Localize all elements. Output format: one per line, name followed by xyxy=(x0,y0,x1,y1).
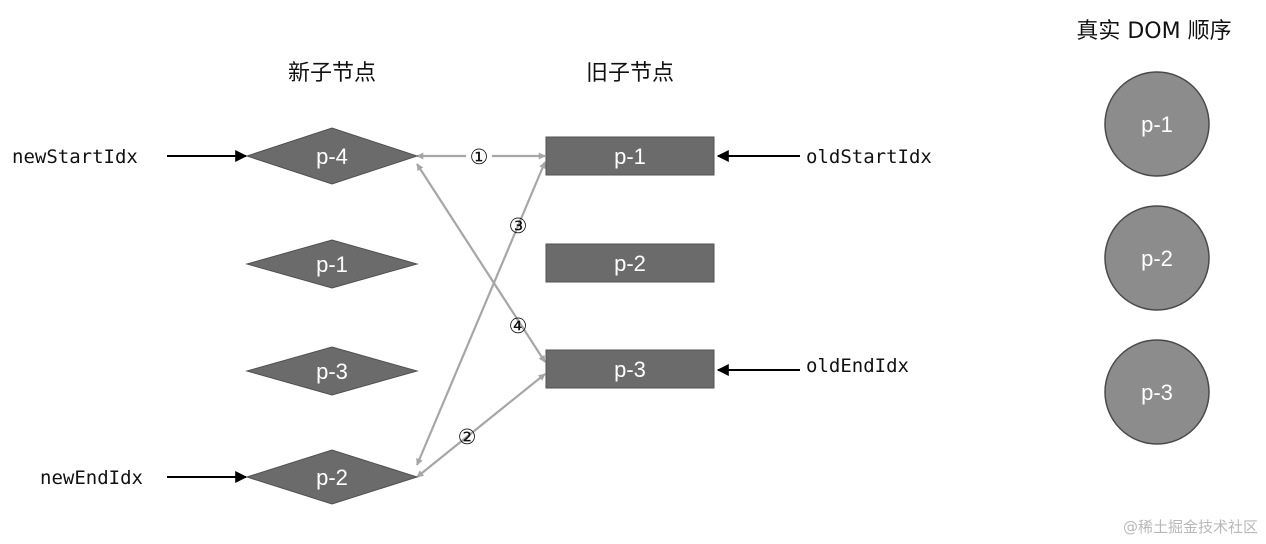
old-node-1: p-2 xyxy=(545,243,715,283)
comparison-arrow-2 xyxy=(416,373,546,478)
real-dom-order-header: 真实 DOM 顺序 xyxy=(1076,19,1231,44)
old-node-label: p-2 xyxy=(614,251,646,276)
old-start-idx-label: oldStartIdx xyxy=(806,146,932,168)
dom-node-label: p-1 xyxy=(1141,112,1173,137)
step-label-1: ① xyxy=(470,145,489,169)
dom-node-2: p-3 xyxy=(1104,339,1210,445)
new-node-label: p-1 xyxy=(316,252,348,277)
old-node-label: p-1 xyxy=(614,144,646,169)
new-node-label: p-3 xyxy=(316,359,348,384)
step-label-2: ② xyxy=(458,425,477,449)
new-node-label: p-4 xyxy=(316,144,348,169)
dom-node-1: p-2 xyxy=(1104,205,1210,311)
step-label-1-bg xyxy=(466,141,492,169)
dom-node-0: p-1 xyxy=(1104,71,1210,177)
old-end-idx-label: oldEndIdx xyxy=(806,355,909,377)
old-node-label: p-3 xyxy=(614,357,646,382)
new-node-0: p-4 xyxy=(245,127,419,185)
watermark: @稀土掘金技术社区 xyxy=(1123,518,1258,536)
step-label-4: ④ xyxy=(509,314,528,338)
old-node-2: p-3 xyxy=(545,349,715,389)
dom-node-label: p-2 xyxy=(1141,246,1173,271)
old-node-0: p-1 xyxy=(545,136,715,176)
new-node-label: p-2 xyxy=(316,465,348,490)
dom-node-label: p-3 xyxy=(1141,380,1173,405)
step-label-3: ③ xyxy=(509,214,528,238)
new-node-2: p-3 xyxy=(245,346,419,396)
new-node-3: p-2 xyxy=(245,449,419,505)
new-start-idx-label: newStartIdx xyxy=(12,146,138,168)
comparison-arrow-4 xyxy=(416,163,546,363)
new-node-1: p-1 xyxy=(245,239,419,289)
new-end-idx-label: newEndIdx xyxy=(40,467,143,489)
old-children-header: 旧子节点 xyxy=(586,61,674,86)
new-children-header: 新子节点 xyxy=(288,61,376,86)
